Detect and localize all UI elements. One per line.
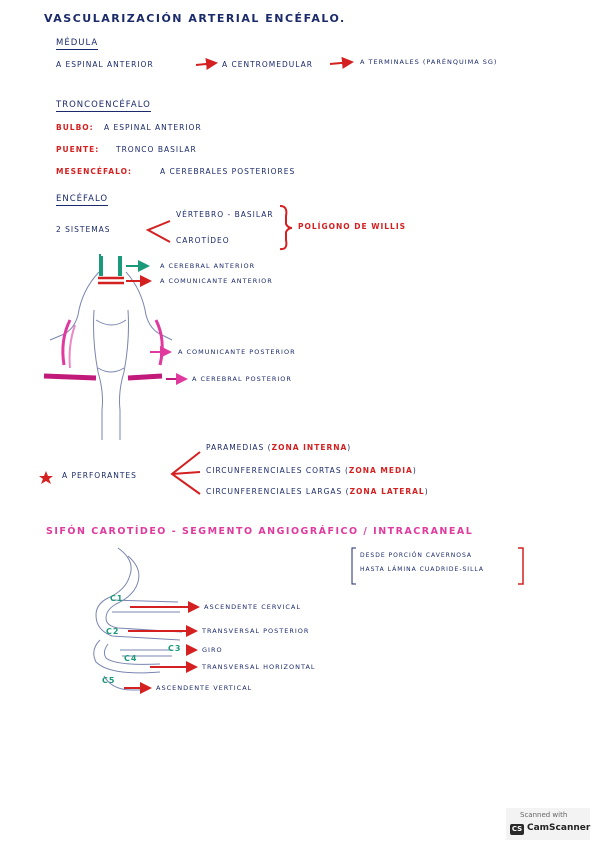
sifon-heading: Sifón carotídeo - Segmento angiográfico … [46,526,474,537]
circ-cortas-text: Circunferenciales cortas ( [206,466,349,475]
medula-arrow-2 [329,56,354,69]
perforantes-label: A perforantes [62,471,137,480]
puente-label: Puente: [56,145,100,154]
camscanner-logo-icon: CS [510,824,524,835]
paramedias-text: Paramedias ( [206,443,272,452]
camscanner-name: CamScanner [527,823,591,833]
poligono-willis-text: Polígono de Willis [298,222,407,231]
perforantes-brace-icon [170,451,201,495]
puente-text: Tronco basilar [116,145,197,154]
cerebral-anterior-label: A cerebral anterior [160,262,256,270]
sistemas-text: 2 sistemas [56,225,111,234]
mesencefalo-text: A cerebrales posteriores [160,167,296,176]
circ-cortas-close: ) [412,466,417,475]
medula-item-3: A terminales (parénquima SG) [360,58,498,66]
medula-item-2: A centromedular [222,60,313,69]
sifon-bracket-left-icon [351,547,356,585]
cerebral-posterior-label: A cerebral posterior [192,375,292,383]
camscanner-badge: Scanned with CS CamScanner [506,808,590,840]
segment-text-c1: Ascendente cervical [204,603,301,611]
segment-code-c3: C3 [168,644,182,653]
star-icon [39,471,53,484]
sifon-bracket-right-icon [518,547,524,585]
carotideo-text: Carotídeo [176,236,230,245]
sistemas-bracket-icon [145,220,171,243]
circ-cortas-row: Circunferenciales cortas (zona media) [206,466,417,475]
segment-code-c4: C4 [124,654,138,663]
circle-of-willis-sketch [43,254,173,440]
zona-interna-text: zona interna [271,443,348,452]
segment-text-c5: Ascendente vertical [156,684,253,692]
sifon-bracket-line-1: Desde porción cavernosa [360,552,473,559]
circ-largas-close: ) [424,487,429,496]
comunicante-anterior-label: A comunicante anterior [160,277,273,285]
circ-largas-row: Circunferenciales largas (zona lateral) [206,487,429,496]
mesencefalo-label: Mesencéfalo: [56,167,132,176]
paramedias-close: ) [347,443,352,452]
section-troncoencefalo-heading: Troncoencéfalo [56,100,151,112]
paramedias-row: Paramedias (zona interna) [206,443,351,452]
segment-text-c4: Transversal horizontal [202,663,316,671]
sifon-bracket-line-2: hasta lámina cuadride-silla [360,566,484,573]
page-title: Vascularización arterial encéfalo. [44,12,346,25]
comunicante-posterior-label: A comunicante posterior [178,348,296,356]
zona-lateral-text: zona lateral [349,487,425,496]
medula-item-1: A espinal anterior [56,60,154,69]
bulbo-text: A espinal anterior [104,123,202,132]
section-medula-heading: Médula [56,38,99,50]
vertebro-basilar-text: Vértebro - basilar [176,210,274,219]
segment-text-c2: Transversal posterior [202,627,310,635]
circ-largas-text: Circunferenciales largas ( [206,487,350,496]
segment-code-c1: C1 [110,594,124,603]
carotid-siphon-sketch [93,547,183,691]
zona-media-text: zona media [348,466,413,475]
section-encefalo-heading: Encéfalo [56,194,109,206]
segment-text-c3: Giro [202,646,223,654]
scanned-with-text: Scanned with [520,811,568,819]
bulbo-label: Bulbo: [56,123,94,132]
segment-code-c2: C2 [106,627,120,636]
segment-code-c5: C5 [102,676,116,685]
medula-arrow-1 [195,58,218,70]
poligono-bracket-icon [279,205,293,251]
